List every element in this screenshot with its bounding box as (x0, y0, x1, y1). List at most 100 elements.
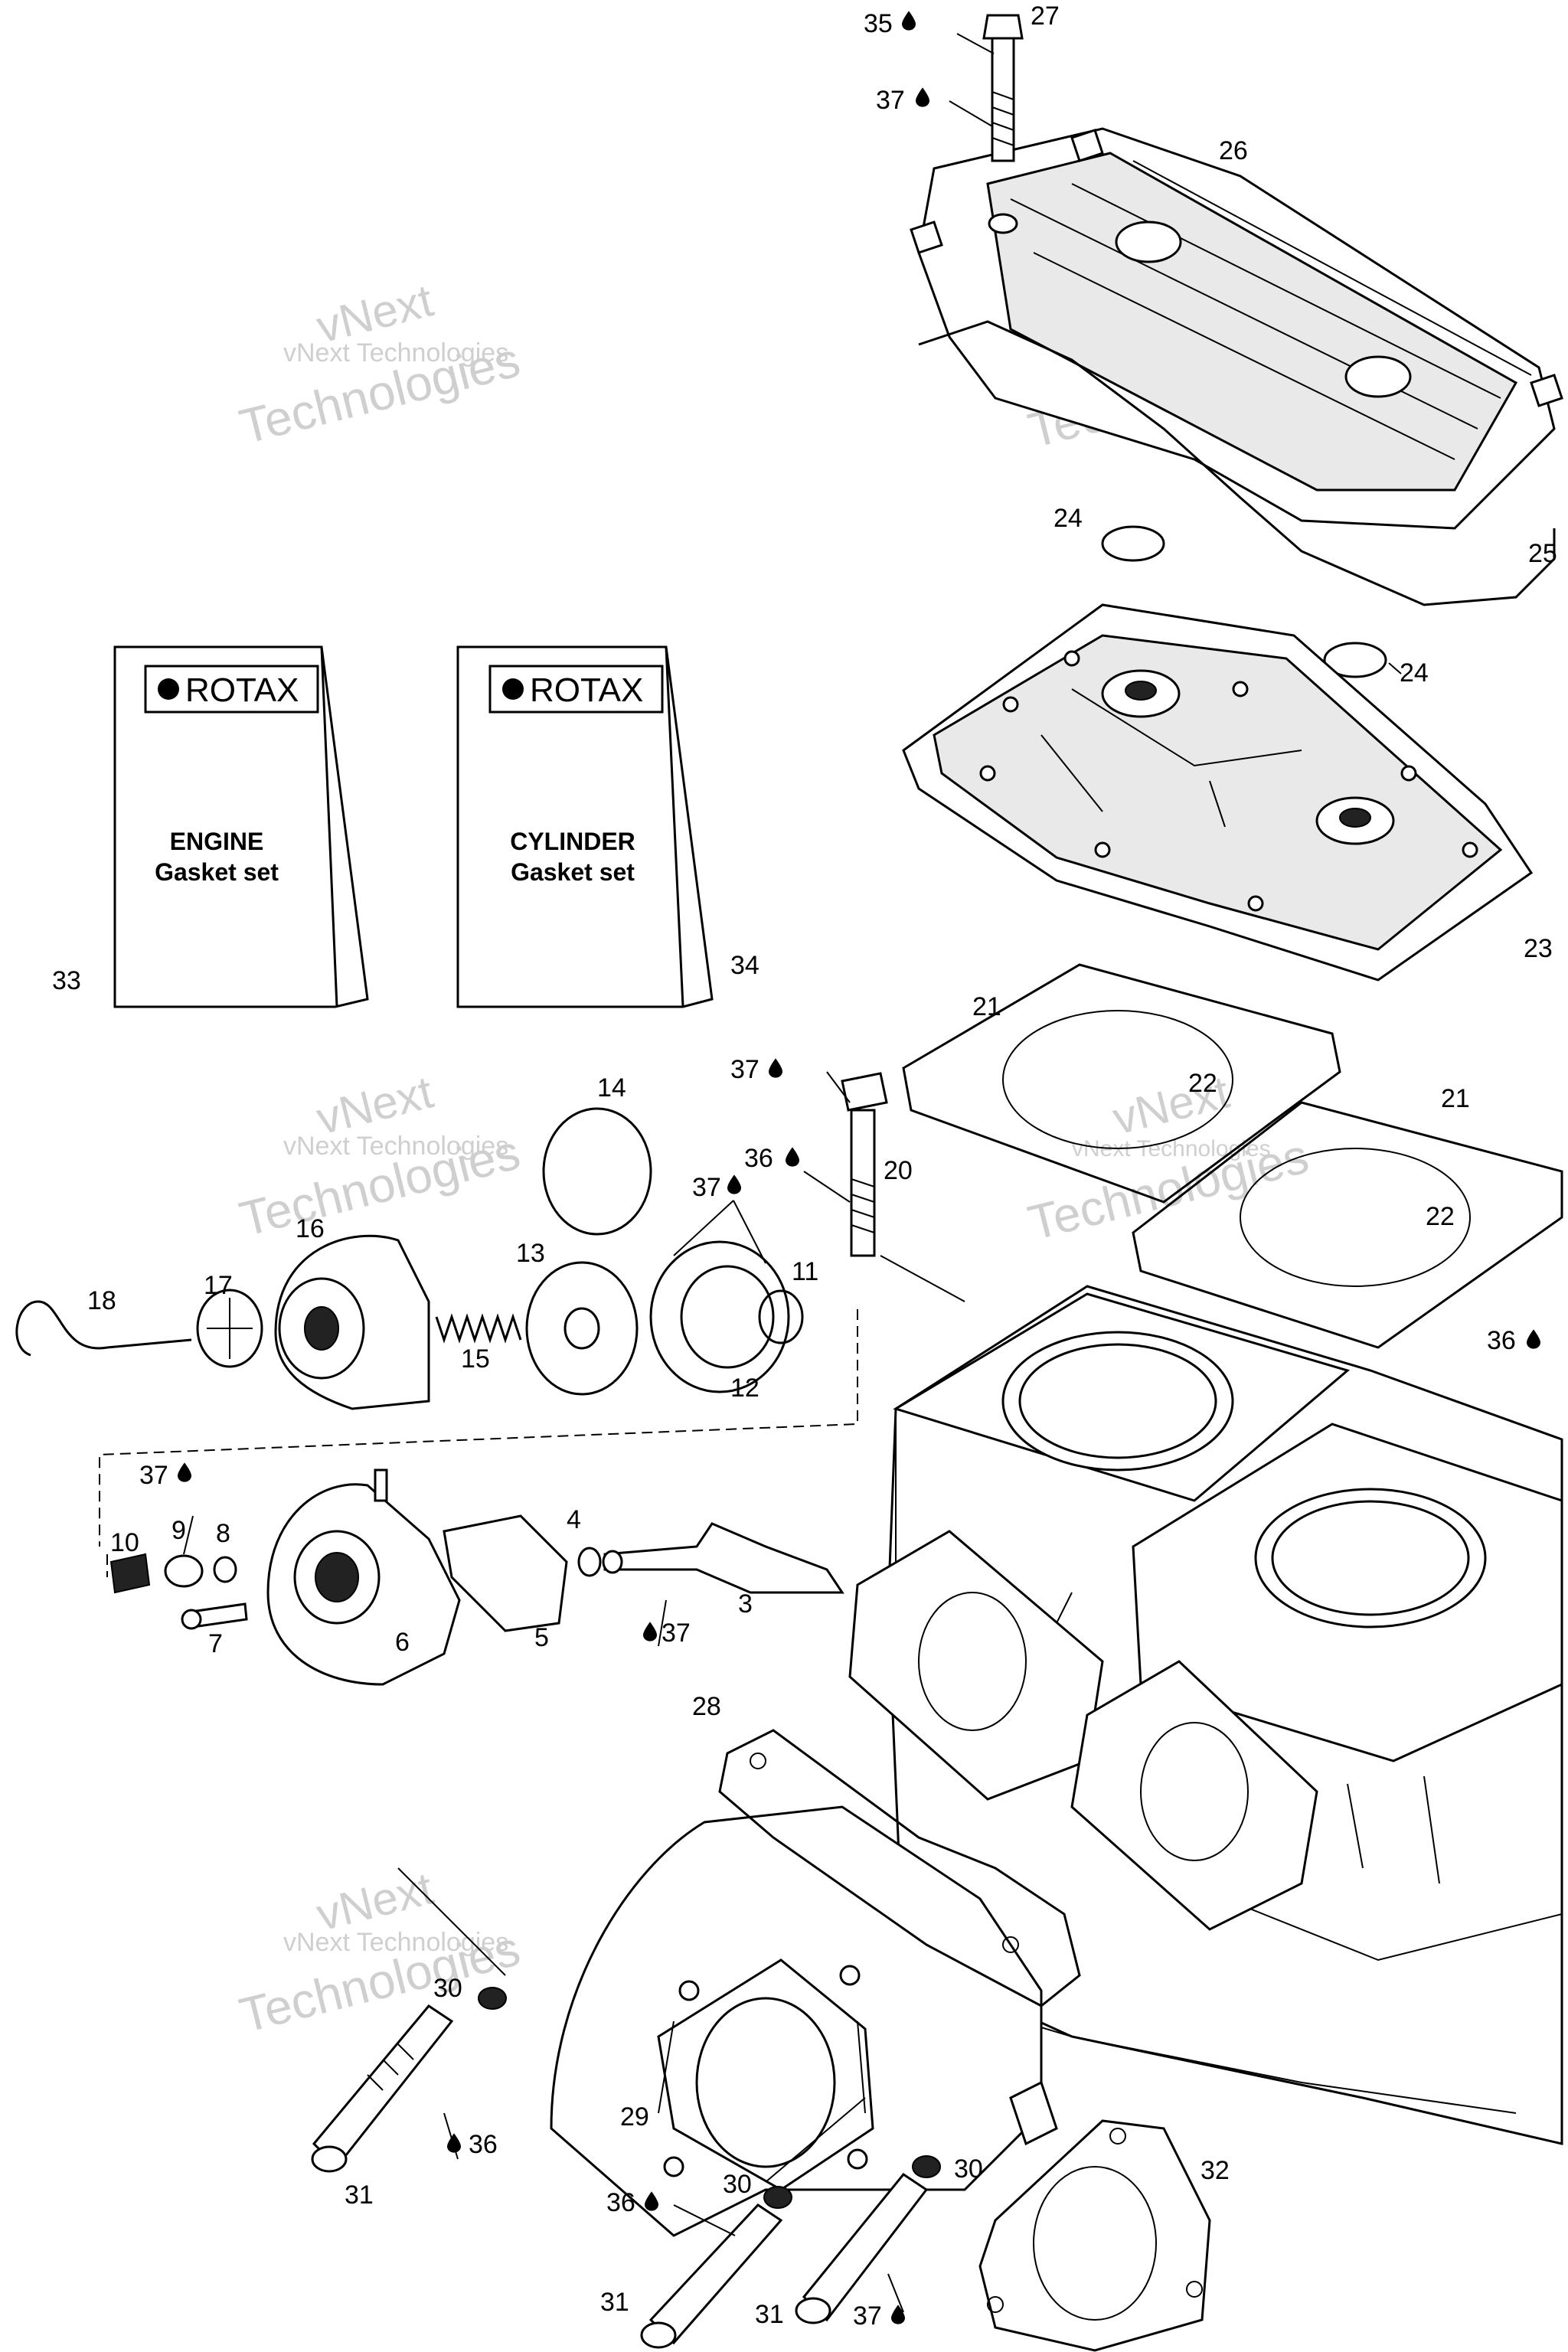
watermark-1: vNext Technologies vNext Technologies (234, 274, 525, 454)
cylinder-head-cover (910, 127, 1563, 530)
o-ring-14 (542, 1107, 652, 1236)
callout-18: 18 (87, 1286, 116, 1315)
exhaust-gasket-32 (978, 2119, 1211, 2352)
gasket-5 (443, 1514, 568, 1632)
callout-37: 37 (730, 1055, 760, 1084)
callout-21: 21 (972, 992, 1001, 1021)
spring-15 (435, 1313, 522, 1344)
callout-37: 37 (853, 2301, 882, 2331)
watermark-4: vNext Technologies vNext Technologies (1023, 1066, 1314, 1250)
callout-31: 31 (600, 2288, 629, 2317)
callout-8: 8 (216, 1519, 230, 1548)
svg-text:vNext Technologies: vNext Technologies (283, 1132, 508, 1161)
seal-13 (525, 1261, 639, 1396)
wire-clip-18 (15, 1300, 192, 1357)
callout-12: 12 (730, 1374, 760, 1403)
callout-26: 26 (1219, 136, 1248, 165)
kit-line2: Gasket set (155, 858, 279, 886)
watermark-3: vNext Technologies vNext Technologies (234, 1066, 525, 1246)
callout-37: 37 (876, 86, 905, 115)
callout-36: 36 (606, 2188, 635, 2217)
callout-14: 14 (597, 1073, 626, 1102)
impeller-17 (196, 1289, 263, 1368)
washer-30b (763, 2186, 792, 2209)
callout-3: 3 (738, 1589, 753, 1619)
o-ring-4 (577, 1547, 602, 1577)
callout-32: 32 (1200, 2156, 1230, 2185)
o-ring-24a (1101, 525, 1165, 562)
callout-25: 25 (1528, 539, 1557, 568)
callout-24: 24 (1400, 658, 1429, 688)
kit-line2: Gasket set (511, 858, 635, 886)
callout-16: 16 (296, 1214, 325, 1243)
exhaust-flange-plate (848, 1530, 1318, 1931)
kit-line1: CYLINDER (510, 828, 635, 855)
o-ring-11 (758, 1289, 804, 1344)
callout-15: 15 (461, 1344, 490, 1374)
callout-9: 9 (172, 1516, 186, 1545)
kit-line1: ENGINE (170, 828, 264, 855)
callout-23: 23 (1524, 934, 1553, 963)
callout-22: 22 (1188, 1069, 1217, 1098)
callout-labels: 35 27 37 26 24 25 24 23 21 22 37 20 36 2… (52, 2, 1557, 2331)
washer-30c (912, 2155, 941, 2178)
o-ring-24b (1323, 642, 1387, 678)
callout-36: 36 (744, 1144, 773, 1173)
callout-13: 13 (516, 1239, 545, 1268)
callout-37: 37 (662, 1619, 691, 1648)
exhaust-manifold (550, 1805, 1058, 2237)
callout-30: 30 (723, 2170, 752, 2199)
shaft-3 (602, 1522, 844, 1594)
head-gasket-2 (1132, 1101, 1563, 1349)
cylinder-head (902, 603, 1534, 982)
head-gasket-1 (902, 963, 1341, 1204)
engine-gasket-kit: ROTAX ENGINE Gasket set (113, 645, 369, 1008)
callout-34: 34 (730, 951, 760, 980)
callout-28: 28 (692, 1692, 721, 1721)
washer-9 (164, 1554, 204, 1588)
callout-37: 37 (139, 1461, 168, 1490)
cover-bolt (982, 14, 1024, 162)
callout-4: 4 (567, 1505, 581, 1534)
callout-33: 33 (52, 966, 81, 995)
callout-31: 31 (755, 2300, 784, 2329)
callout-27: 27 (1031, 2, 1060, 31)
callout-24: 24 (1054, 504, 1083, 533)
callout-10: 10 (110, 1528, 139, 1557)
callout-29: 29 (620, 2102, 649, 2132)
callout-5: 5 (534, 1623, 549, 1652)
cover-gasket (918, 320, 1556, 606)
exhaust-gasket-28 (718, 1729, 1081, 2007)
washer-30a (478, 1987, 507, 2010)
manifold-bolt-31c (795, 2172, 929, 2324)
callout-11: 11 (792, 1257, 818, 1286)
plug-10 (109, 1553, 151, 1594)
watermark-5: vNext Technologies vNext Technologies (234, 1862, 525, 2043)
cylinder-gasket-kit: ROTAX CYLINDER Gasket set (456, 645, 714, 1008)
callout-37: 37 (692, 1173, 721, 1202)
callout-7: 7 (208, 1629, 223, 1658)
callout-20: 20 (884, 1156, 913, 1185)
callout-21: 21 (1441, 1084, 1470, 1113)
leader-lines (183, 33, 1402, 2313)
callout-36: 36 (1487, 1326, 1516, 1355)
seal-cap-12 (649, 1240, 790, 1393)
svg-text:vNext Technologies: vNext Technologies (283, 338, 508, 368)
callout-35: 35 (864, 9, 893, 38)
manifold-bolt-31a (311, 2004, 454, 2173)
callout-36: 36 (469, 2130, 498, 2159)
o-ring-8 (213, 1556, 237, 1583)
callout-22: 22 (1426, 1202, 1455, 1231)
svg-text:vNext Technologies: vNext Technologies (283, 1928, 508, 1957)
callout-31: 31 (345, 2180, 374, 2210)
callout-17: 17 (204, 1271, 233, 1300)
dashed-link-upper (99, 1309, 858, 1547)
pump-housing-16 (274, 1234, 430, 1410)
callout-6: 6 (395, 1628, 410, 1657)
kit-brand: ROTAX (185, 671, 299, 709)
head-bolt (841, 1072, 888, 1257)
screw-7 (181, 1602, 248, 1630)
kit-brand: ROTAX (530, 671, 643, 709)
manifold-bolt-31b (640, 2203, 783, 2349)
